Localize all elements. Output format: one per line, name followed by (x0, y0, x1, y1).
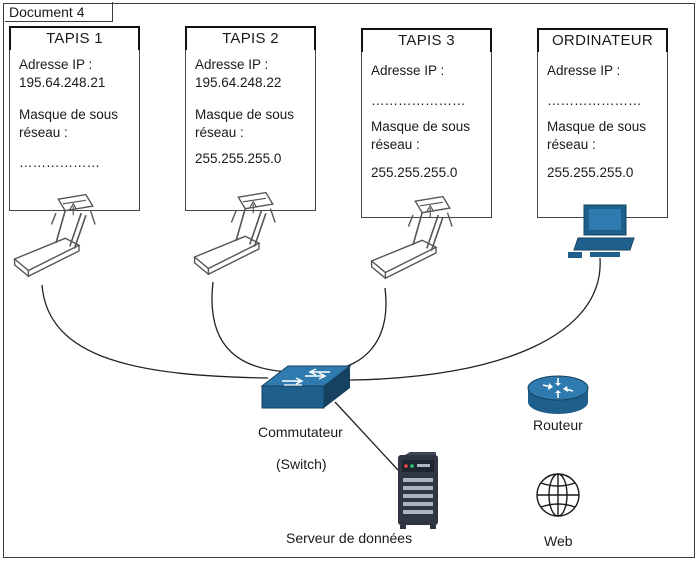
mask-label-line-1: Masque de sous (195, 107, 295, 122)
ip-label: Adresse IP : (195, 57, 269, 72)
router-icon (527, 375, 589, 414)
document-frame (3, 3, 695, 558)
mask-label-line-1: Masque de sous (371, 119, 471, 134)
ip-value: 195.64.248.21 (19, 75, 106, 90)
mask-label-line-1: Masque de sous (19, 107, 119, 122)
treadmill-icon (370, 195, 453, 280)
treadmill-icon (13, 193, 96, 278)
link-server (334, 401, 399, 471)
server-label: Serveur de données (286, 530, 413, 546)
ip-value: ………………… (371, 93, 466, 108)
mask-value: 255.255.255.0 (547, 165, 634, 180)
mask-label-line-2: réseau : (371, 137, 420, 152)
mask-value: ……………… (19, 155, 100, 170)
router-label: Routeur (533, 417, 583, 433)
card-body: Adresse IP : ………………… Masque de sous rése… (537, 52, 668, 218)
document-title: Document 4 (5, 2, 113, 22)
mask-label-line-1: Masque de sous (547, 119, 647, 134)
ip-value: 195.64.248.22 (195, 75, 282, 90)
mask-value: 255.255.255.0 (371, 165, 458, 180)
switch-label-secondary: (Switch) (276, 456, 327, 472)
network-switch-icon (260, 365, 352, 409)
switch-label: Commutateur (258, 424, 343, 440)
ip-label: Adresse IP : (371, 63, 445, 78)
link-tapis-2 (211, 281, 291, 373)
ip-label: Adresse IP : (547, 63, 621, 78)
server-icon (398, 452, 438, 529)
link-tapis-1 (41, 284, 269, 379)
ip-label: Adresse IP : (19, 57, 93, 72)
network-links (41, 257, 601, 471)
mask-label-line-2: réseau : (19, 125, 68, 140)
card-title: ORDINATEUR (537, 28, 668, 54)
globe-icon (536, 473, 580, 517)
mask-label-line-2: réseau : (547, 137, 596, 152)
card-title: TAPIS 1 (9, 26, 140, 52)
card-body: Adresse IP : ………………… Masque de sous rése… (361, 52, 492, 218)
web-label: Web (544, 533, 573, 549)
mask-value: 255.255.255.0 (195, 151, 282, 166)
card-title: TAPIS 2 (185, 26, 316, 52)
treadmill-icon (193, 191, 276, 276)
card-body: Adresse IP : 195.64.248.22 Masque de sou… (185, 50, 316, 211)
ip-value: ………………… (547, 93, 642, 108)
link-tapis-3 (331, 287, 387, 371)
card-body: Adresse IP : 195.64.248.21 Masque de sou… (9, 50, 140, 211)
mask-label-line-2: réseau : (195, 125, 244, 140)
computer-icon (568, 204, 635, 258)
link-ordinateur (349, 257, 601, 381)
